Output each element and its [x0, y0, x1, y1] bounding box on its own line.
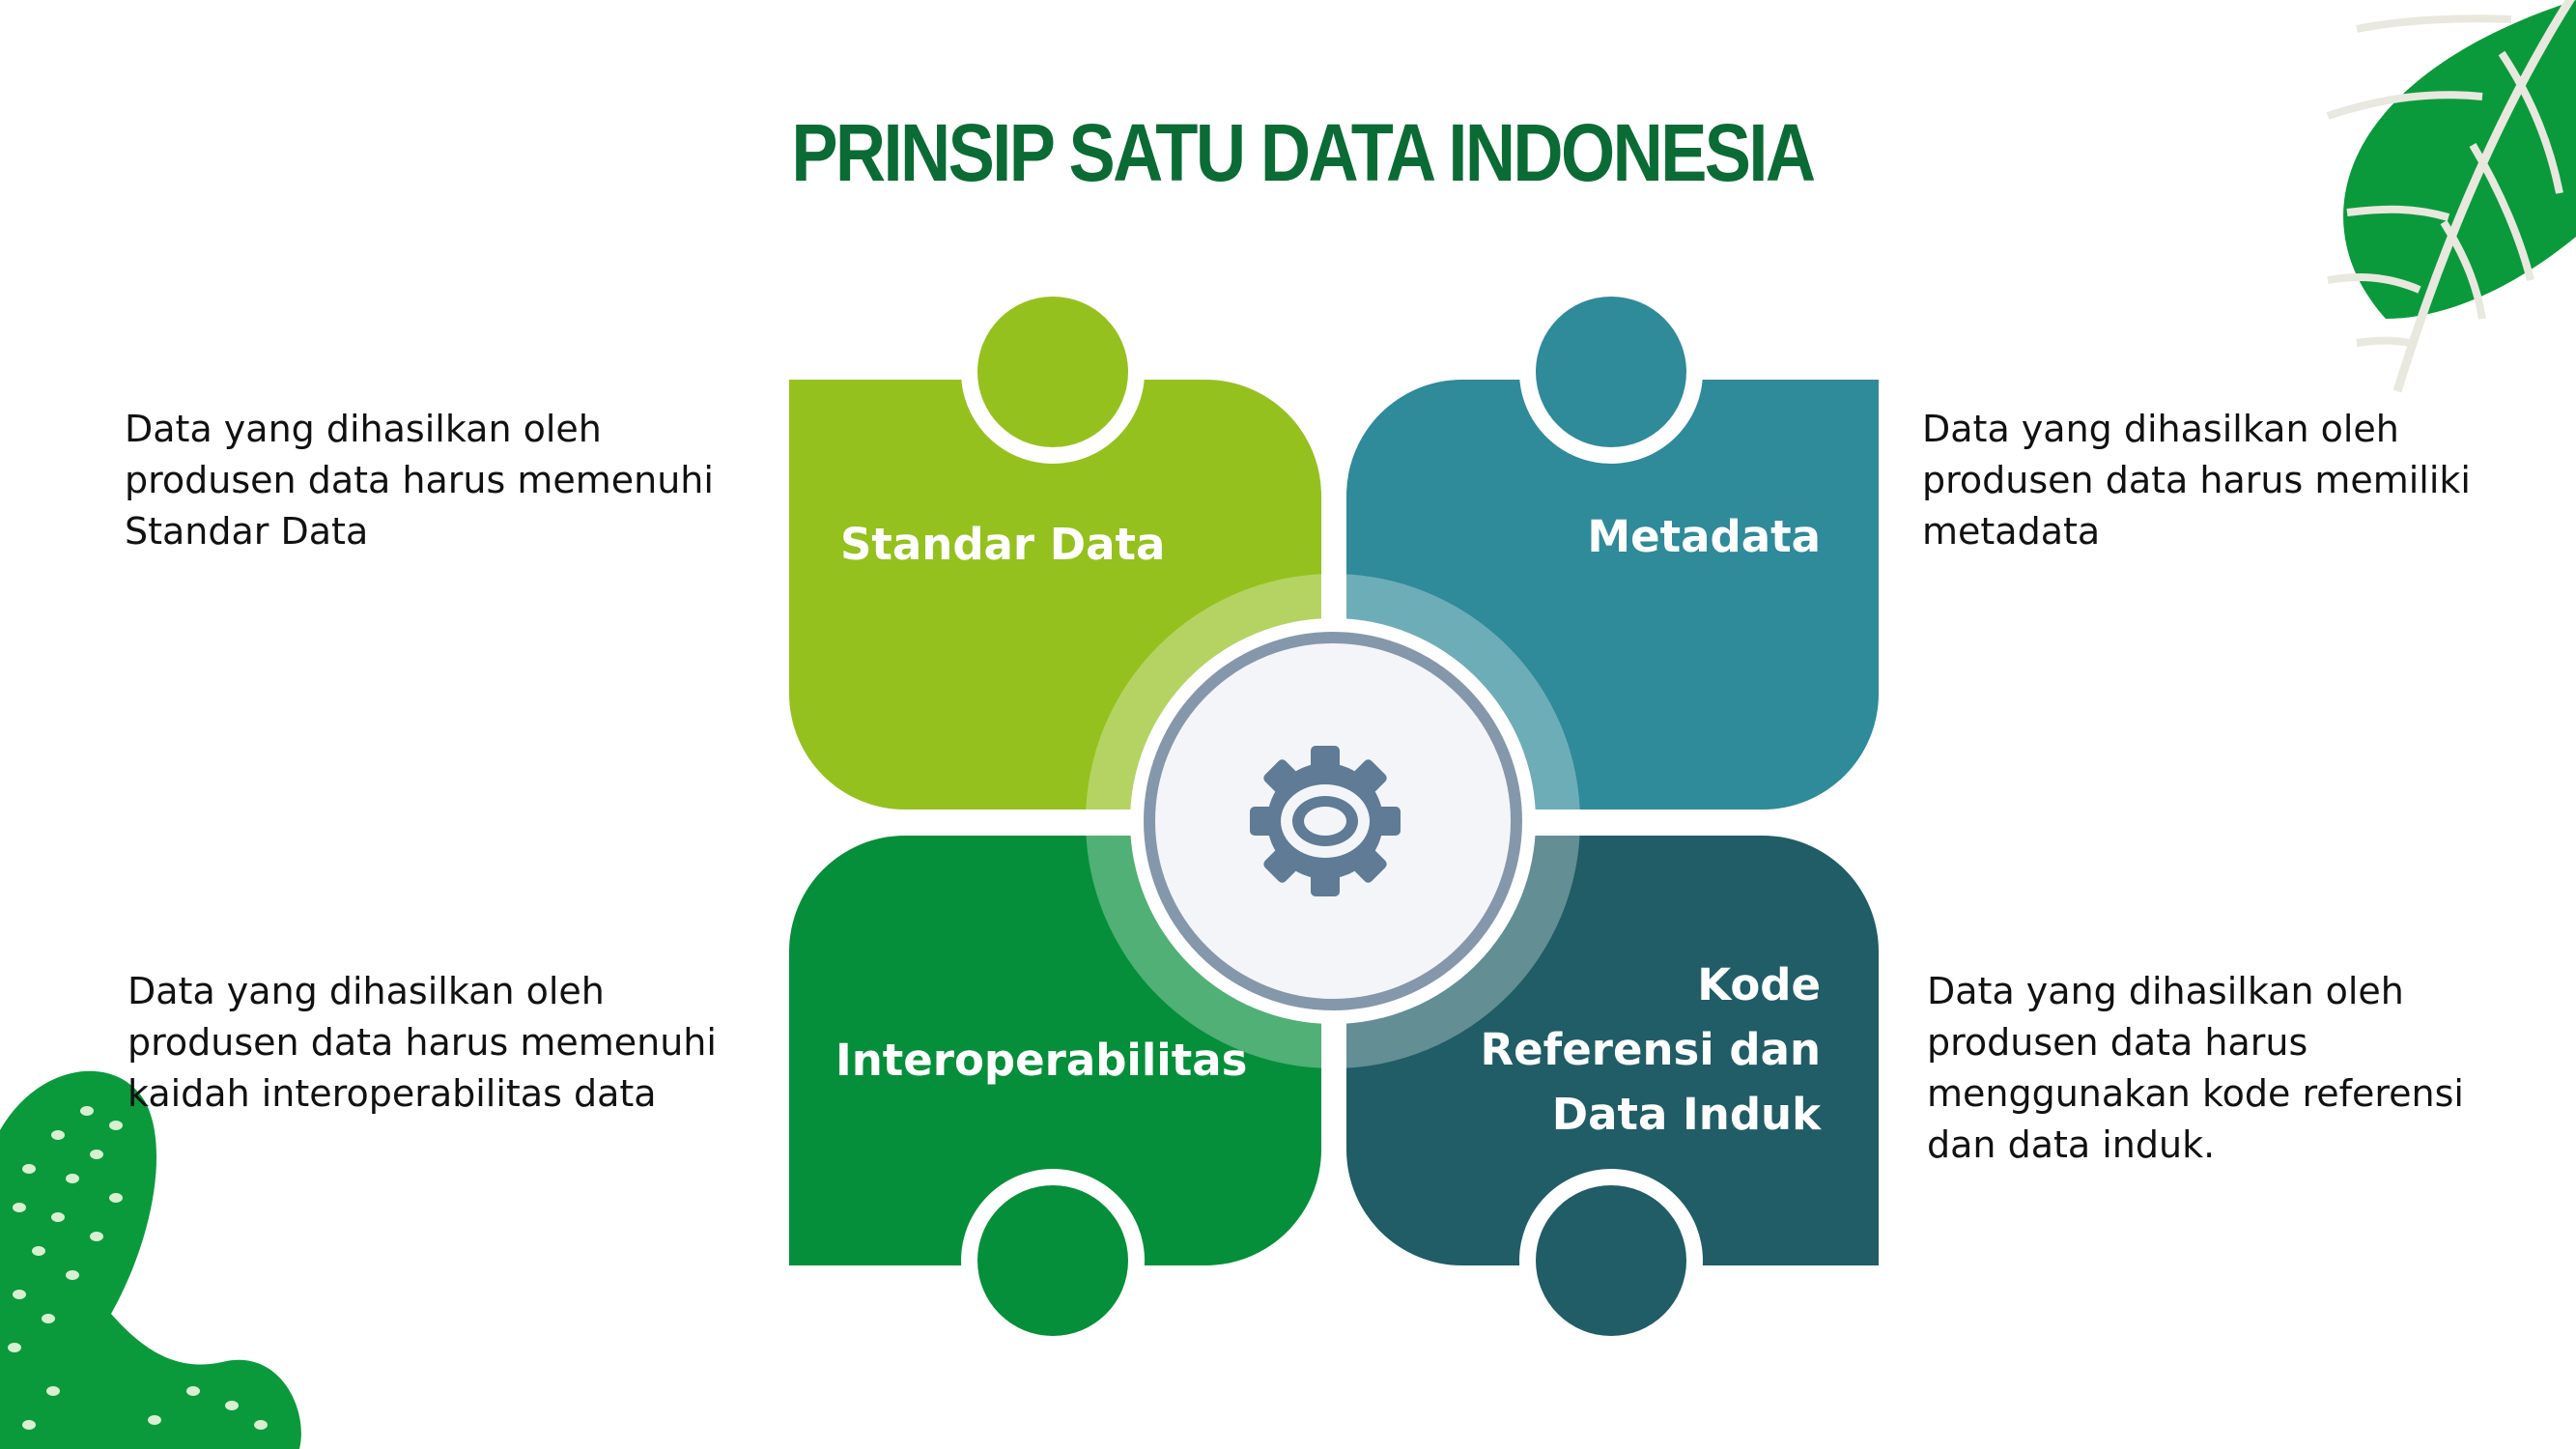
- quadrant-label-kode-referensi: Kode Referensi dan Data Induk: [1480, 952, 1821, 1147]
- description-metadata: Data yang dihasilkan oleh produsen data …: [1922, 408, 2471, 553]
- description-interoperabilitas: Data yang dihasilkan oleh produsen data …: [127, 970, 717, 1115]
- quadrant-label-line: Kode: [1697, 959, 1821, 1010]
- description-standar-data: Data yang dihasilkan oleh produsen data …: [125, 408, 714, 553]
- description-kode-referensi: Data yang dihasilkan oleh produsen data …: [1927, 970, 2464, 1166]
- leaf-icon: [2326, 0, 2576, 393]
- knob-interoperabilitas: [977, 1185, 1128, 1336]
- knob-metadata: [1536, 297, 1686, 447]
- quadrant-label-line: Data Induk: [1551, 1089, 1821, 1140]
- quadrant-label-interoperabilitas: Interoperabilitas: [835, 1035, 1248, 1086]
- knob-kode-referensi: [1536, 1185, 1686, 1336]
- quadrant-label-line: Referensi dan: [1480, 1024, 1821, 1075]
- quadrant-label-metadata: Metadata: [1587, 511, 1821, 562]
- cactus-icon: [0, 1070, 301, 1449]
- gear-icon: [1250, 746, 1401, 896]
- quadrant-label-standar-data: Standar Data: [840, 519, 1166, 570]
- knob-standar-data: [977, 297, 1128, 447]
- page-title: PRINSIP SATU DATA INDONESIA: [791, 107, 1816, 198]
